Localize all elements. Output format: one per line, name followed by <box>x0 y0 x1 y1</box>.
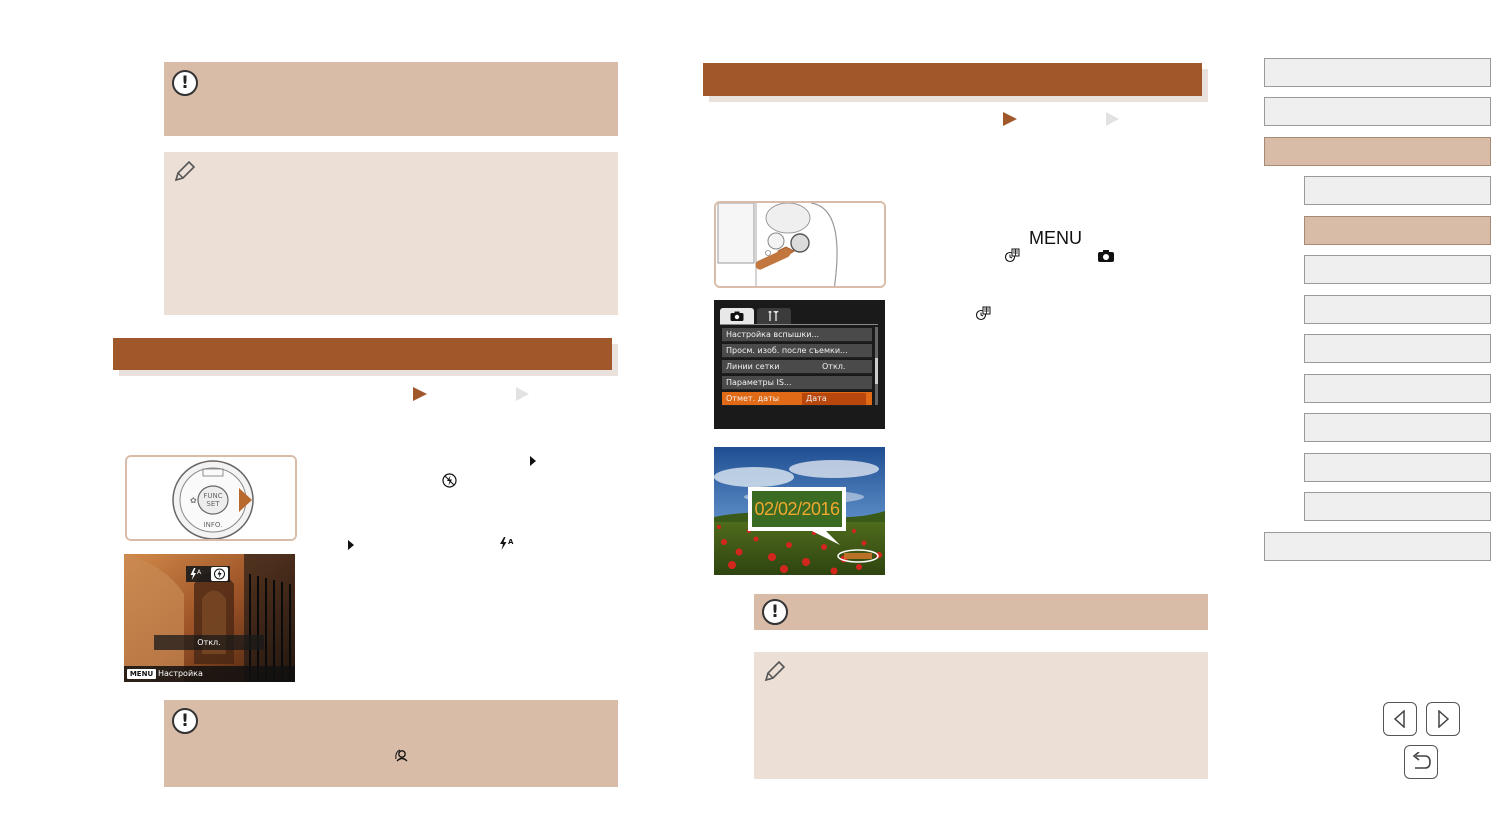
nav-tab-1[interactable] <box>1264 58 1491 87</box>
svg-text:✿: ✿ <box>190 496 197 505</box>
svg-text:FUNC: FUNC <box>203 492 222 500</box>
poppy-field-illustration <box>714 447 885 575</box>
camera-menu-button-image <box>714 201 886 288</box>
nav-subtab-9[interactable] <box>1304 492 1491 521</box>
camera-tab-icon <box>1098 250 1114 262</box>
chevron-right-icon <box>1438 710 1450 728</box>
camera-menu-row-label: Параметры IS... <box>726 378 792 387</box>
camera-menu-row-label: Отмет. даты <box>726 394 780 403</box>
tools-icon <box>768 310 779 321</box>
next-page-button[interactable] <box>1426 702 1460 736</box>
svg-text:SET: SET <box>206 500 220 508</box>
section-header-date-stamp <box>703 63 1202 96</box>
memo-box-right <box>754 652 1208 779</box>
nav-tab-2[interactable] <box>1264 97 1491 126</box>
flash-off-icon <box>442 473 457 488</box>
nav-subtab-2[interactable] <box>1304 216 1491 245</box>
nav-subtab-6[interactable] <box>1304 374 1491 403</box>
warning-icon: ! <box>172 70 198 96</box>
play-arrow-grey-icon <box>516 387 529 401</box>
camera-menu-row-label: Просм. изоб. после съемки... <box>726 346 848 355</box>
menu-setting-label: Настройка <box>158 669 203 678</box>
prev-page-button[interactable] <box>1383 702 1417 736</box>
arcade-photo-illustration: A <box>124 554 295 682</box>
flash-off-label: Откл. <box>197 638 221 647</box>
arcade-photo: A Откл. MENU Настройка <box>124 554 295 682</box>
right-arrow-glyph <box>530 456 536 466</box>
section-header-flash <box>113 338 612 370</box>
camera-menu-row: Настройка вспышки... <box>722 328 872 342</box>
pencil-icon <box>764 660 786 682</box>
play-arrow-icon <box>1003 112 1017 126</box>
tab-setup <box>757 308 791 324</box>
chevron-left-icon <box>1393 710 1405 728</box>
back-button[interactable] <box>1404 745 1438 779</box>
nav-tab-4[interactable] <box>1264 532 1491 561</box>
pencil-icon <box>174 160 196 182</box>
date-stamp-text: 02/02/2016 <box>754 499 840 519</box>
menu-button-label: MENU <box>1029 228 1082 248</box>
camera-menu-row: Просм. изоб. после съемки... <box>722 344 872 358</box>
caution-box-top: ! <box>164 62 618 136</box>
camera-back-illustration <box>716 203 884 286</box>
camera-menu-row: Параметры IS... <box>722 376 872 390</box>
menu-badge: MENU <box>129 670 154 678</box>
right-arrow-glyph <box>348 540 354 550</box>
camera-menu-scroll-thumb <box>875 358 878 384</box>
nav-subtab-3[interactable] <box>1304 255 1491 284</box>
macro-person-icon <box>395 749 408 762</box>
nav-subtab-7[interactable] <box>1304 413 1491 442</box>
camera-menu-row-label: Линии сетки <box>726 362 780 371</box>
control-dial-image: FUNC SET INFO. ✿ <box>125 455 297 541</box>
camera-menu-divider <box>720 324 878 325</box>
date-stamp-icon <box>975 306 991 321</box>
caution-box-bottom-left: ! <box>164 700 618 787</box>
nav-subtab-5[interactable] <box>1304 334 1491 363</box>
svg-text:INFO.: INFO. <box>204 521 223 529</box>
play-arrow-grey-icon <box>1106 112 1119 126</box>
date-stamp-photo: 02/02/2016 <box>714 447 885 575</box>
nav-tab-3[interactable] <box>1264 137 1491 166</box>
camera-menu-screenshot: Настройка вспышки... Просм. изоб. после … <box>714 300 885 429</box>
play-arrow-icon <box>413 387 427 401</box>
svg-text:A: A <box>508 538 514 546</box>
camera-menu-row: Линии сетки Откл. <box>722 360 872 374</box>
tab-shooting <box>720 308 754 324</box>
flash-auto-icon: A <box>500 537 514 550</box>
return-icon <box>1412 752 1431 769</box>
nav-subtab-8[interactable] <box>1304 453 1491 482</box>
memo-box-top <box>164 152 618 315</box>
camera-icon <box>730 311 744 321</box>
nav-subtab-4[interactable] <box>1304 295 1491 324</box>
camera-menu-row-selected: Отмет. даты Дата <box>722 392 872 406</box>
date-stamp-icon <box>1004 248 1020 263</box>
svg-text:A: A <box>197 569 202 576</box>
camera-menu-row-value: Дата <box>802 393 866 405</box>
camera-menu-row-value: Откл. <box>822 362 846 371</box>
camera-menu-tabs <box>720 308 791 324</box>
warning-icon: ! <box>762 599 788 625</box>
nav-subtab-1[interactable] <box>1304 176 1491 205</box>
control-dial-illustration: FUNC SET INFO. ✿ <box>127 457 295 539</box>
warning-icon: ! <box>172 708 198 734</box>
caution-box-right: ! <box>754 594 1208 630</box>
camera-menu-row-label: Настройка вспышки... <box>726 330 820 339</box>
